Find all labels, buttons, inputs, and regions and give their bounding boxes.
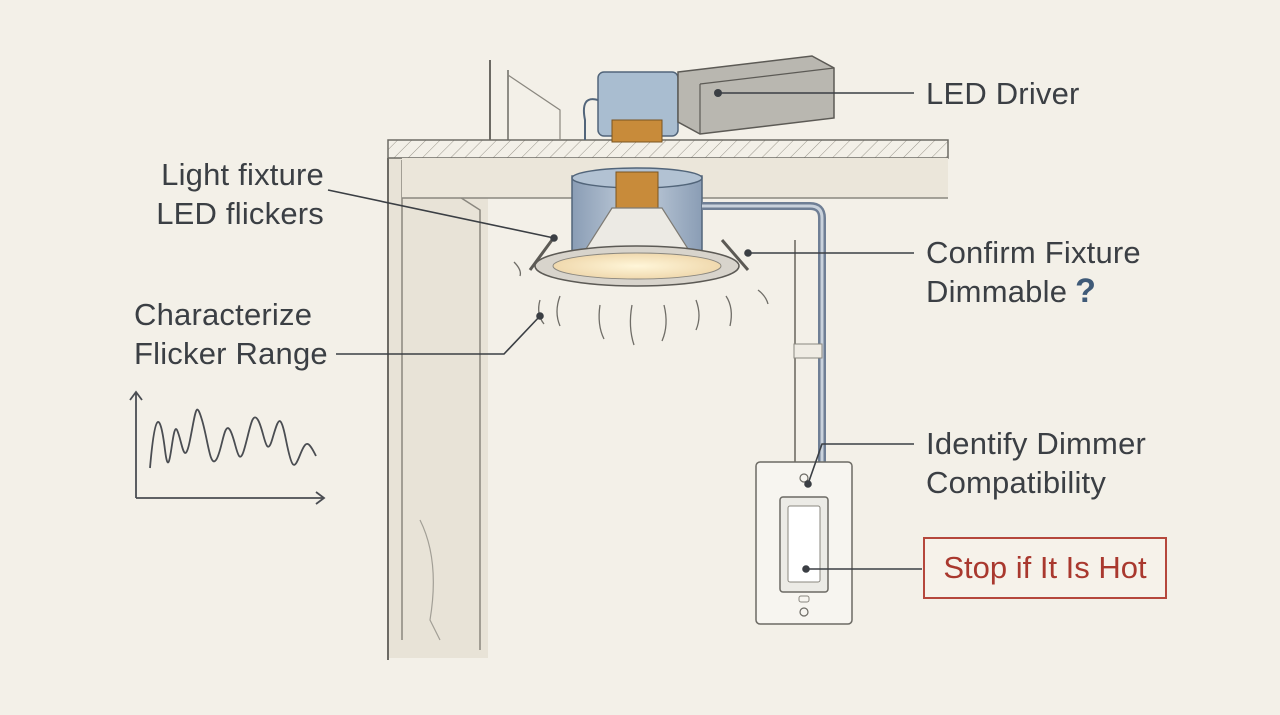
leader-lines (327, 92, 922, 573)
wall-crack (419, 519, 441, 641)
x-axis-arrow-icon (315, 491, 326, 505)
question-mark-icon: ? (1075, 272, 1097, 310)
label-dimmer-compat: Identify Dimmer Compatibility (926, 424, 1146, 502)
leader-fixture-dot (550, 234, 558, 242)
stop-warning-box: Stop if It Is Hot (923, 537, 1167, 599)
ceiling-joist (387, 139, 949, 159)
wire-conduit (702, 202, 826, 470)
flicker-waveform-line (149, 408, 317, 469)
leader-characterize (336, 315, 541, 355)
leader-characterize-dot (536, 312, 544, 320)
label-fixture-line1: Light fixture (161, 157, 324, 192)
label-characterize-line2: Flicker Range (134, 336, 328, 371)
recessed-light (528, 167, 750, 287)
leader-stop-dot (802, 565, 810, 573)
label-confirm-line2: Dimmable? (926, 272, 1141, 311)
junction-box (582, 71, 679, 143)
label-fixture-flickers: Light fixture LED flickers (120, 155, 324, 233)
led-driver-box (677, 55, 835, 135)
label-fixture-line2: LED flickers (156, 196, 324, 231)
leader-dimmable-dot (744, 249, 752, 257)
wall-structure (387, 60, 949, 660)
flicker-waveform-chart (129, 390, 326, 505)
wall-face (388, 158, 488, 658)
stop-warning-text: Stop if It Is Hot (943, 550, 1147, 585)
label-dimmer-line2: Compatibility (926, 465, 1107, 500)
flicker-rays (513, 261, 769, 346)
leader-fixture (327, 189, 555, 239)
label-dimmer-line1: Identify Dimmer (926, 426, 1147, 461)
label-characterize-line1: Characterize (134, 297, 313, 332)
dimmer-switch (755, 461, 853, 625)
attic-edge (507, 74, 561, 140)
leader-dimmer (807, 443, 914, 485)
leader-dimmer-dot (804, 480, 812, 488)
y-axis-arrow-icon (129, 390, 143, 401)
label-confirm-line1: Confirm Fixture (926, 235, 1141, 270)
label-confirm-line2-text: Dimmable (926, 274, 1068, 309)
label-confirm-dimmable: Confirm Fixture Dimmable? (926, 233, 1141, 311)
label-characterize: Characterize Flicker Range (134, 295, 328, 373)
label-led-driver: LED Driver (926, 74, 1080, 113)
label-led-driver-text: LED Driver (926, 76, 1080, 111)
